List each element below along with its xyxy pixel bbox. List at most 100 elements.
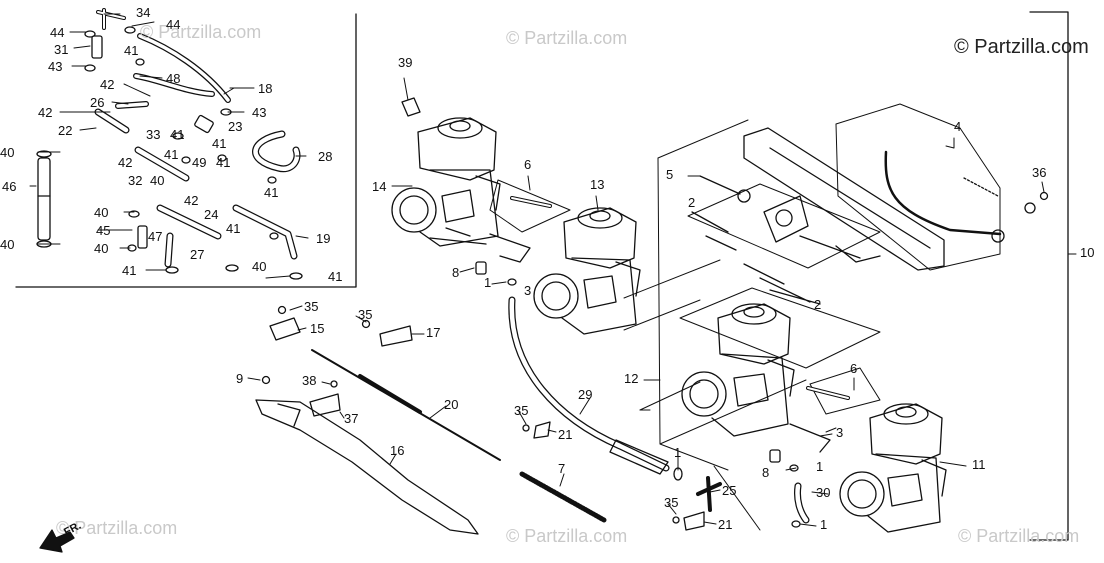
callout-1[interactable]: 1 bbox=[816, 459, 824, 474]
watermark: © Partzilla.com bbox=[506, 28, 628, 48]
fuel-joint-pipes bbox=[475, 196, 850, 463]
callout-40[interactable]: 40 bbox=[94, 205, 109, 220]
callout-44[interactable]: 44 bbox=[50, 25, 65, 40]
callout-21[interactable]: 21 bbox=[558, 427, 573, 442]
callout-3[interactable]: 3 bbox=[836, 425, 844, 440]
callout-27[interactable]: 27 bbox=[190, 247, 205, 262]
choke-rod bbox=[311, 349, 501, 461]
callout-5[interactable]: 5 bbox=[666, 167, 674, 182]
callout-40[interactable]: 40 bbox=[252, 259, 267, 274]
callout-17[interactable]: 17 bbox=[426, 325, 441, 340]
callout-2[interactable]: 2 bbox=[814, 297, 822, 312]
callout-43[interactable]: 43 bbox=[252, 105, 267, 120]
callout-44[interactable]: 44 bbox=[166, 17, 181, 32]
callout-45[interactable]: 45 bbox=[96, 223, 111, 238]
leader-lines bbox=[29, 13, 1077, 527]
linkage-plate bbox=[743, 127, 1036, 271]
callout-16[interactable]: 16 bbox=[390, 443, 405, 458]
hose-inset-frame bbox=[15, 13, 357, 288]
callout-40[interactable]: 40 bbox=[94, 241, 109, 256]
callout-28[interactable]: 28 bbox=[318, 149, 333, 164]
callout-11[interactable]: 11 bbox=[972, 457, 986, 472]
carburetor-12 bbox=[681, 303, 795, 437]
small-brackets bbox=[269, 317, 705, 531]
callout-8[interactable]: 8 bbox=[452, 265, 460, 280]
callout-22[interactable]: 22 bbox=[58, 123, 73, 138]
callout-36[interactable]: 36 bbox=[1032, 165, 1047, 180]
callout-41[interactable]: 41 bbox=[264, 185, 279, 200]
callout-35[interactable]: 35 bbox=[304, 299, 319, 314]
watermark-header: © Partzilla.com bbox=[954, 36, 1089, 58]
callout-39[interactable]: 39 bbox=[398, 55, 413, 70]
callout-26[interactable]: 26 bbox=[90, 95, 105, 110]
callout-40[interactable]: 40 bbox=[0, 145, 15, 160]
callout-24[interactable]: 24 bbox=[204, 207, 219, 222]
callout-14[interactable]: 14 bbox=[372, 179, 387, 194]
callout-25[interactable]: 25 bbox=[722, 483, 737, 498]
callout-1[interactable]: 1 bbox=[484, 275, 492, 290]
callout-31[interactable]: 31 bbox=[54, 42, 69, 57]
inset-hoses bbox=[36, 8, 303, 280]
callout-13[interactable]: 13 bbox=[590, 177, 605, 192]
callout-9[interactable]: 9 bbox=[236, 371, 244, 386]
callout-33[interactable]: 33 bbox=[146, 127, 161, 142]
callout-34[interactable]: 34 bbox=[136, 5, 151, 20]
callout-12[interactable]: 12 bbox=[624, 371, 639, 386]
callout-8[interactable]: 8 bbox=[762, 465, 770, 480]
callout-41[interactable]: 41 bbox=[216, 155, 231, 170]
callout-42[interactable]: 42 bbox=[118, 155, 133, 170]
callout-1[interactable]: 1 bbox=[820, 517, 828, 532]
callout-6[interactable]: 6 bbox=[850, 361, 858, 376]
assembly-bracket-10 bbox=[1029, 11, 1069, 541]
callout-41[interactable]: 41 bbox=[122, 263, 137, 278]
callout-43[interactable]: 43 bbox=[48, 59, 63, 74]
callout-6[interactable]: 6 bbox=[524, 157, 532, 172]
assembly-outline bbox=[489, 103, 1001, 531]
callout-15[interactable]: 15 bbox=[310, 321, 325, 336]
throttle-cable bbox=[508, 296, 670, 475]
callout-37[interactable]: 37 bbox=[344, 411, 359, 426]
callout-32[interactable]: 32 bbox=[128, 173, 143, 188]
callout-2[interactable]: 2 bbox=[688, 195, 696, 210]
carburetor-11 bbox=[839, 403, 947, 533]
callout-35[interactable]: 35 bbox=[358, 307, 373, 322]
watermark: © Partzilla.com bbox=[506, 526, 628, 546]
watermark: © Partzilla.com bbox=[56, 518, 178, 538]
callout-40[interactable]: 40 bbox=[150, 173, 165, 188]
callout-19[interactable]: 19 bbox=[316, 231, 331, 246]
callout-49[interactable]: 49 bbox=[192, 155, 207, 170]
callout-3[interactable]: 3 bbox=[524, 283, 532, 298]
callout-21[interactable]: 21 bbox=[718, 517, 733, 532]
callout-29[interactable]: 29 bbox=[578, 387, 593, 402]
callout-35[interactable]: 35 bbox=[514, 403, 529, 418]
callout-47[interactable]: 47 bbox=[148, 229, 163, 244]
callout-41[interactable]: 41 bbox=[164, 147, 179, 162]
callout-40[interactable]: 40 bbox=[0, 237, 15, 252]
callout-48[interactable]: 48 bbox=[166, 71, 181, 86]
callout-18[interactable]: 18 bbox=[258, 81, 273, 96]
heater-bracket bbox=[255, 399, 479, 535]
callout-23[interactable]: 23 bbox=[228, 119, 243, 134]
callout-41[interactable]: 41 bbox=[124, 43, 139, 58]
throttle-shaft-assembly bbox=[691, 175, 881, 305]
callout-35[interactable]: 35 bbox=[664, 495, 679, 510]
callout-10[interactable]: 10 bbox=[1080, 245, 1095, 260]
carburetor-13 bbox=[533, 207, 641, 335]
callout-30[interactable]: 30 bbox=[816, 485, 831, 500]
callout-4[interactable]: 4 bbox=[954, 119, 962, 134]
callout-1[interactable]: 1 bbox=[674, 445, 682, 460]
callout-7[interactable]: 7 bbox=[558, 461, 566, 476]
callout-41[interactable]: 41 bbox=[212, 136, 227, 151]
callout-20[interactable]: 20 bbox=[444, 397, 459, 412]
callout-42[interactable]: 42 bbox=[38, 105, 53, 120]
callout-41[interactable]: 41 bbox=[226, 221, 241, 236]
callout-42[interactable]: 42 bbox=[100, 77, 115, 92]
callout-41[interactable]: 41 bbox=[328, 269, 343, 284]
callout-41[interactable]: 41 bbox=[170, 127, 185, 142]
return-spring bbox=[519, 471, 607, 523]
front-direction-arrow bbox=[39, 529, 75, 553]
callout-42[interactable]: 42 bbox=[184, 193, 199, 208]
callout-38[interactable]: 38 bbox=[302, 373, 317, 388]
callout-46[interactable]: 46 bbox=[2, 179, 17, 194]
